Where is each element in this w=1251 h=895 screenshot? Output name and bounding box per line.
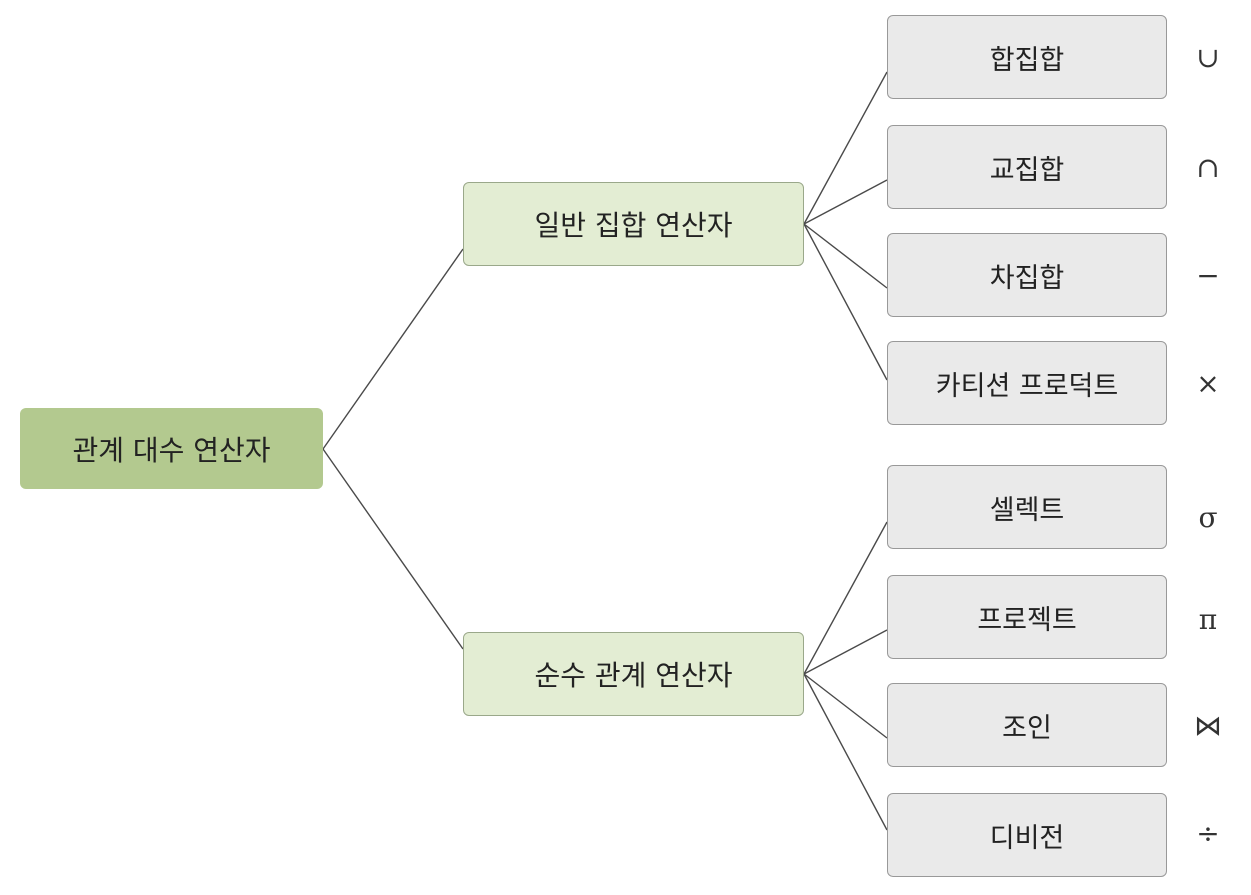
link-pure-join [803, 673, 888, 739]
link-general-intersection [803, 179, 888, 225]
join-symbol: ⋈ [1194, 708, 1222, 742]
project-symbol: π [1198, 602, 1218, 636]
leaf-label: 프로젝트 [977, 604, 1077, 636]
link-general-difference [803, 223, 888, 289]
link-root-pure [322, 448, 464, 650]
link-root-general [322, 248, 464, 450]
leaf-label: 셀렉트 [989, 494, 1065, 526]
link-general-cartesian [803, 223, 888, 381]
leaf-node-project: 프로젝트 [887, 575, 1167, 659]
intersection-symbol: ∩ [1196, 150, 1220, 184]
link-pure-project [803, 629, 888, 675]
root-node-relational-algebra-operators: 관계 대수 연산자 [20, 408, 323, 489]
group-node-general-set-operators: 일반 집합 연산자 [463, 182, 804, 266]
link-pure-division [803, 673, 888, 831]
leaf-label: 교집합 [989, 154, 1065, 186]
difference-symbol: − [1196, 258, 1220, 292]
leaf-node-difference: 차집합 [887, 233, 1167, 317]
leaf-label: 조인 [1002, 712, 1052, 744]
leaf-node-division: 디비전 [887, 793, 1167, 877]
group-label: 순수 관계 연산자 [534, 659, 733, 692]
cartesian-product-symbol: × [1196, 366, 1220, 400]
leaf-node-union: 합집합 [887, 15, 1167, 99]
link-pure-select [803, 521, 888, 675]
group-label: 일반 집합 연산자 [534, 209, 733, 242]
link-general-union [803, 71, 888, 225]
select-symbol: σ [1198, 500, 1218, 534]
group-node-pure-relational-operators: 순수 관계 연산자 [463, 632, 804, 716]
leaf-node-intersection: 교집합 [887, 125, 1167, 209]
leaf-label: 합집합 [989, 44, 1065, 76]
root-label: 관계 대수 연산자 [72, 433, 271, 467]
leaf-node-join: 조인 [887, 683, 1167, 767]
leaf-label: 카티션 프로덕트 [935, 370, 1119, 402]
leaf-label: 디비전 [989, 822, 1065, 854]
union-symbol: ∪ [1196, 40, 1220, 74]
leaf-node-cartesian-product: 카티션 프로덕트 [887, 341, 1167, 425]
leaf-node-select: 셀렉트 [887, 465, 1167, 549]
division-symbol: ÷ [1196, 816, 1220, 850]
leaf-label: 차집합 [989, 262, 1065, 294]
